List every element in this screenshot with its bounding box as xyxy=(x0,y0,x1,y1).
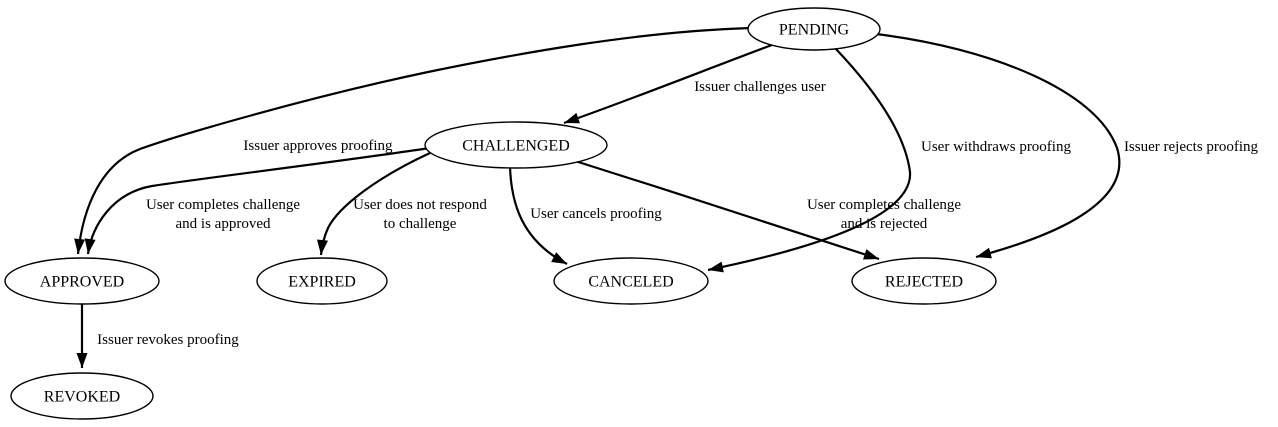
nodes-layer: PENDING CHALLENGED APPROVED EXPIRED CANCELED… xyxy=(4,7,997,420)
state-node-ellipse-canceled xyxy=(553,257,709,305)
state-node-ellipse-rejected xyxy=(851,257,997,305)
state-node-expired: EXPIRED xyxy=(256,257,388,305)
edge-challenged-canceled xyxy=(508,165,568,265)
edge-label-challenged-rejected: User completes challenge xyxy=(807,197,961,213)
state-node-ellipse-expired xyxy=(256,257,388,305)
state-node-label-pending: PENDING xyxy=(779,22,850,39)
state-node-ellipse-revoked xyxy=(10,372,154,420)
state-node-challenged: CHALLENGED xyxy=(424,121,608,169)
edge-label-challenged-expired: to challenge xyxy=(384,216,457,232)
state-node-canceled: CANCELED xyxy=(553,257,709,305)
edge-label-approved-revoked: Issuer revokes proofing xyxy=(97,332,239,348)
edge-label-pending-canceled: User withdraws proofing xyxy=(921,139,1071,155)
state-node-label-canceled: CANCELED xyxy=(588,274,673,291)
state-node-ellipse-pending xyxy=(747,7,881,51)
state-node-pending: PENDING xyxy=(747,7,881,51)
edge-pending-challenged xyxy=(563,40,781,125)
state-node-approved: APPROVED xyxy=(4,257,160,305)
edge-label-pending-rejected: Issuer rejects proofing xyxy=(1124,139,1259,155)
edge-label-challenged-canceled: User cancels proofing xyxy=(530,206,662,222)
edge-challenged-approved xyxy=(84,146,431,255)
state-node-ellipse-approved xyxy=(4,257,160,305)
edge-pending-approved xyxy=(74,26,753,255)
state-node-label-revoked: REVOKED xyxy=(44,389,120,406)
edge-label-challenged-expired: User does not respond xyxy=(353,197,487,213)
edge-challenged-expired xyxy=(317,152,431,256)
edges-layer xyxy=(74,26,1121,368)
state-node-label-expired: EXPIRED xyxy=(288,274,356,291)
state-node-rejected: REJECTED xyxy=(851,257,997,305)
state-node-label-approved: APPROVED xyxy=(40,274,124,291)
edge-label-challenged-approved: User completes challenge xyxy=(146,197,300,213)
state-node-label-challenged: CHALLENGED xyxy=(462,138,570,155)
edge-label-pending-challenged: Issuer challenges user xyxy=(694,79,826,95)
state-node-ellipse-challenged xyxy=(424,121,608,169)
edge-label-challenged-approved: and is approved xyxy=(176,216,271,232)
edge-pending-rejected xyxy=(875,32,1121,259)
edge-label-challenged-rejected: and is rejected xyxy=(841,216,928,232)
edge-challenged-rejected xyxy=(571,158,880,261)
state-node-label-rejected: REJECTED xyxy=(885,274,963,291)
edge-pending-canceled xyxy=(707,47,912,273)
edge-label-pending-approved: Issuer approves proofing xyxy=(243,138,393,154)
state-node-revoked: REVOKED xyxy=(10,372,154,420)
